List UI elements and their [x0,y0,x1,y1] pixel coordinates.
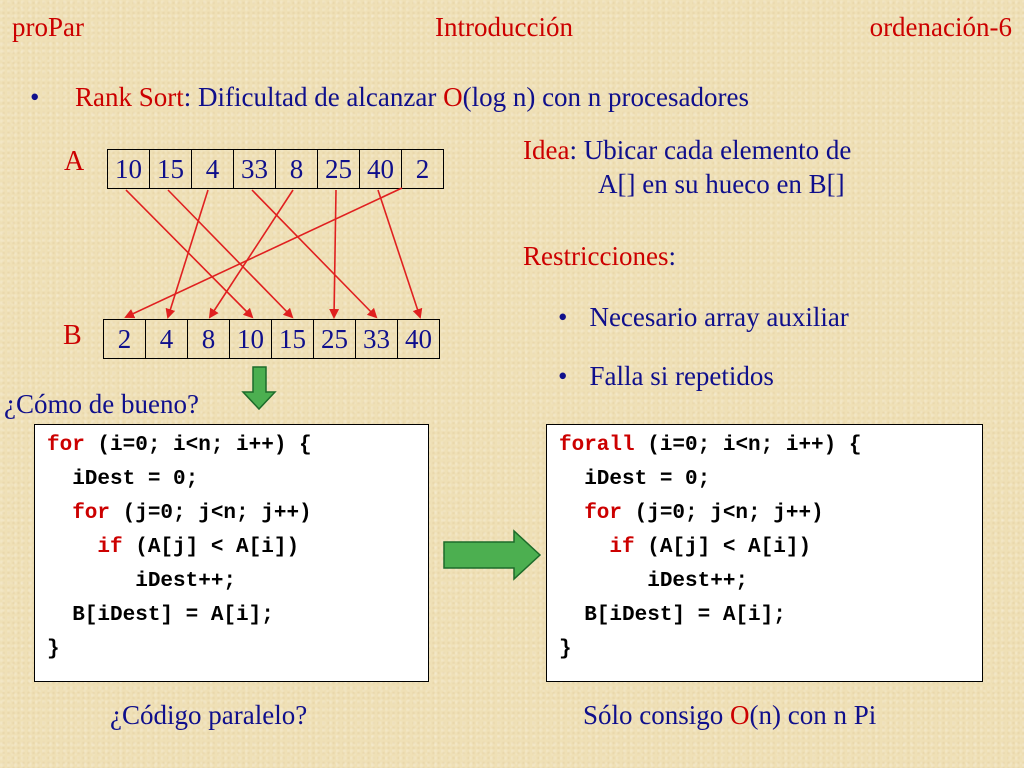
code-line: B[iDest] = A[i]; [47,604,274,627]
restriction-bullet: • [558,302,568,332]
array-a-cell: 25 [318,150,360,189]
quality-question: ¿Cómo de bueno? [4,389,199,419]
array-a-cell: 33 [234,150,276,189]
idea-line-1: Idea: Ubicar cada elemento de [523,133,851,167]
arrow-15 [167,189,294,319]
array-b-cell: 8 [188,320,230,359]
restriction-item-2: • Falla si repetidos [558,361,774,392]
sequential-code-box: for (i=0; i<n; i++) { iDest = 0; for (j=… [34,424,429,682]
array-a-label: A [64,146,85,177]
slide-title: Introducción [435,12,573,42]
array-a: 10 15 4 33 8 25 40 2 [107,149,444,189]
array-b-cell: 10 [230,320,272,359]
idea-line-2: A[] en su hueco en B[] [598,169,845,199]
restricciones-heading: Restricciones: [523,241,676,272]
code-line: for (j=0; j<n; j++) [47,502,312,525]
idea-text-1: Ubicar cada elemento de [576,135,852,165]
restricciones-term: Restricciones [523,241,669,271]
parallel-code-box: forall (i=0; i<n; i++) { iDest = 0; for … [546,424,983,682]
code-line: iDest++; [559,570,749,593]
restriction-text: Falla si repetidos [589,361,774,391]
array-a-cell: 10 [108,150,150,189]
code-line: iDest = 0; [559,468,711,491]
code-line: } [559,638,572,661]
restriction-text: Necesario array auxiliar [589,302,849,332]
code-line: } [47,638,60,661]
code-line: if (A[j] < A[i]) [47,536,300,559]
arrow-40 [377,189,423,319]
idea-block: Idea: Ubicar cada elemento de A[] en su … [523,133,851,201]
main-bullet: • Rank Sort: Dificultad de alcanzar O(lo… [30,82,749,113]
array-a-cell: 40 [360,150,402,189]
slide-number: ordenación-6 [869,12,1012,42]
arrow-25 [329,189,340,319]
idea-colon: : [569,135,577,165]
right-arrow-icon [443,529,542,581]
array-a-cell: 15 [150,150,192,189]
code-line: for (i=0; i<n; i++) { [47,434,312,457]
array-b-cell: 4 [146,320,188,359]
restriction-item-1: • Necesario array auxiliar [558,302,849,333]
arrow-2 [124,187,403,319]
idea-term: Idea [523,135,570,165]
array-b-cell: 2 [104,320,146,359]
code-line: iDest = 0; [47,468,199,491]
array-a-cell: 2 [402,150,444,189]
main-text-1: Dificultad de alcanzar [191,82,444,112]
arrow-33 [251,189,378,319]
array-b-cell: 40 [398,320,440,359]
caption-parallel-question: ¿Código paralelo? [110,700,308,730]
rank-sort-term: Rank Sort [74,82,184,112]
array-b-cell: 33 [356,320,398,359]
array-a-cell: 4 [192,150,234,189]
code-line: if (A[j] < A[i]) [559,536,812,559]
caption-complexity: Sólo consigo O(n) con n Pi [583,700,877,730]
main-text-2: (log n) con n procesadores [462,82,749,112]
arrow-8 [208,189,294,319]
code-line: iDest++; [47,570,237,593]
code-line: for (j=0; j<n; j++) [559,502,824,525]
array-a-cell: 8 [276,150,318,189]
caption-o-symbol: O [730,700,750,730]
big-o-symbol: O [443,82,463,112]
arrow-4 [165,189,209,319]
restricciones-colon: : [668,241,676,271]
array-b-cell: 15 [272,320,314,359]
course-label: proPar [12,12,84,42]
arrow-10 [125,189,254,319]
bullet-dot: • [30,82,40,112]
array-b: 2 4 8 10 15 25 33 40 [103,319,440,359]
array-b-cell: 25 [314,320,356,359]
restriction-bullet: • [558,361,568,391]
code-line: B[iDest] = A[i]; [559,604,786,627]
down-arrow-icon [241,366,277,411]
main-colon: : [183,82,192,112]
code-line: forall (i=0; i<n; i++) { [559,434,862,457]
array-b-label: B [63,320,82,351]
